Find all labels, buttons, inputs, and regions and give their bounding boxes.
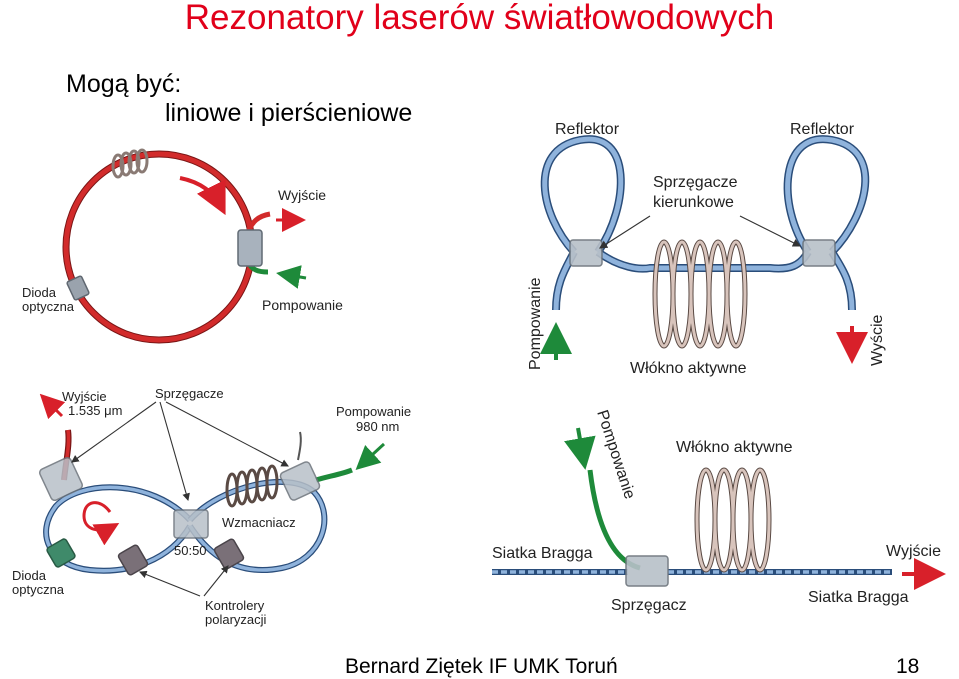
center-coupler bbox=[173, 509, 209, 539]
right-coupler bbox=[802, 239, 836, 267]
ring-diode-label-2: optyczna bbox=[22, 299, 75, 314]
pump-arrow bbox=[276, 265, 307, 289]
amplifier-coil bbox=[225, 464, 279, 508]
output-coupler bbox=[38, 456, 84, 502]
linear-active-fiber-label: Włókno aktywne bbox=[630, 360, 747, 377]
amp-pump-lead bbox=[315, 467, 353, 483]
slide-title: Rezonatory laserów światłowodowych bbox=[184, 0, 775, 37]
reflector-left-label: Reflektor bbox=[555, 121, 620, 138]
amp-circulation-arrow bbox=[82, 501, 120, 546]
amp-output-label-1: Wyjście bbox=[62, 389, 107, 404]
coupler-box bbox=[237, 229, 263, 267]
amp-diode bbox=[46, 538, 76, 568]
controller-1 bbox=[117, 544, 149, 576]
bragg-pump-label: Pompowanie bbox=[593, 408, 638, 501]
linear-pump-label: Pompowanie bbox=[527, 277, 544, 370]
controller-2 bbox=[213, 538, 245, 570]
bragg-pump-arrow bbox=[564, 427, 596, 470]
ring-pump-label: Pompowanie bbox=[262, 297, 343, 313]
amp-diode-label-1: Dioda bbox=[12, 568, 47, 583]
circulation-arrow bbox=[179, 176, 226, 216]
amp-pump-label-1: Pompowanie bbox=[336, 404, 411, 419]
ring-output-label: Wyjście bbox=[278, 187, 326, 203]
diagram-ring-fiber: Wyjście Dioda optyczna Pompowanie bbox=[22, 148, 343, 344]
diagram-ring-amplifier: Wyjście 1.535 μm Sprzęgacze Pompowanie 9… bbox=[12, 386, 411, 627]
amp-controllers-label-2: polaryzacji bbox=[205, 612, 267, 627]
bragg-active-fiber-label: Włókno aktywne bbox=[676, 439, 793, 456]
bragg-grating-left-label: Siatka Bragga bbox=[492, 545, 593, 562]
couplers-label-2: kierunkowe bbox=[653, 194, 734, 211]
bragg-grating-right-label: Siatka Bragga bbox=[808, 589, 909, 606]
amp-pump-arrow bbox=[355, 442, 386, 471]
footer-author: Bernard Ziętek IF UMK Toruń bbox=[345, 655, 618, 678]
amp-output-arrow bbox=[39, 393, 66, 420]
couplers-label-1: Sprzęgacze bbox=[653, 174, 738, 191]
amp-pump-label-2: 980 nm bbox=[356, 419, 399, 434]
bragg-coupler-label: Sprzęgacz bbox=[611, 597, 687, 614]
amp-output-label-2: 1.535 μm bbox=[68, 403, 122, 418]
left-coupler bbox=[569, 239, 603, 267]
page-number: 18 bbox=[896, 655, 920, 678]
amp-amplifier-label: Wzmacniacz bbox=[222, 515, 296, 530]
coil-icon bbox=[111, 148, 149, 179]
active-fiber-coil bbox=[652, 239, 748, 349]
amp-controllers-label-1: Kontrolery bbox=[205, 598, 265, 613]
subtitle-line2: liniowe i pierścieniowe bbox=[165, 99, 413, 127]
bragg-output-label: Wyjście bbox=[886, 543, 941, 560]
amp-ratio-label: 50:50 bbox=[174, 543, 207, 558]
bragg-coupler bbox=[625, 555, 669, 587]
subtitle-line1: Mogą być: bbox=[66, 70, 182, 98]
diagram-bragg: Pompowanie Włókno aktywne Siatka Bragga … bbox=[492, 408, 946, 614]
diode-box bbox=[66, 275, 90, 301]
ring-diode-label-1: Dioda bbox=[22, 285, 57, 300]
bragg-active-coil bbox=[694, 467, 772, 573]
amp-couplers-label: Sprzęgacze bbox=[155, 386, 224, 401]
amp-diode-label-2: optyczna bbox=[12, 582, 65, 597]
reflector-right-label: Reflektor bbox=[790, 121, 855, 138]
linear-output-label: Wyście bbox=[869, 314, 886, 366]
diagram-linear-reflectors: Reflektor Reflektor Sprzęgacze kierunkow… bbox=[512, 110, 900, 377]
pump-coupler bbox=[279, 461, 321, 501]
